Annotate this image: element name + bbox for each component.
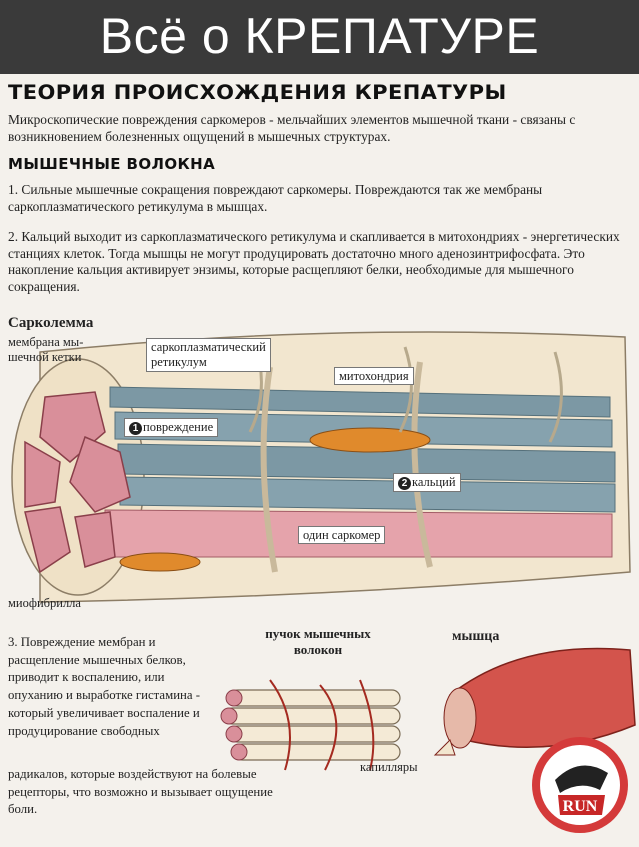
sarcolemma-label: Сарколемма	[8, 315, 94, 331]
theory-heading: ТЕОРИЯ ПРОИСХОЖДЕНИЯ КРЕПАТУРЫ	[8, 81, 507, 104]
fiber-bundle-illustration: пучок мышечных волокон капилляры	[210, 626, 425, 774]
theory-intro-text: Микроскопические повреждения саркомеров …	[8, 112, 576, 144]
sarcomere-boundaries	[260, 361, 433, 573]
calcium-text: кальций	[412, 475, 456, 489]
point-3-text: 3. Повреждение мембран и расщепление мыш…	[8, 635, 201, 738]
fibers-heading: МЫШЕЧНЫЕ ВОЛОКНА	[8, 155, 216, 173]
logo-text: RUN	[563, 798, 598, 815]
mitochondria	[119, 427, 431, 572]
muscle-label: мышца	[452, 629, 500, 644]
damage-text: повреждение	[143, 420, 214, 434]
capillaries-label: капилляры	[360, 760, 418, 774]
sarcolemma-desc-2: шечной кетки	[8, 350, 82, 364]
calcium-number-badge: 2	[398, 477, 411, 490]
muscle-svg	[433, 647, 636, 756]
sr-label: саркоплазматический ретикулум	[146, 338, 271, 372]
mitochondria-label: митохондрия	[334, 367, 414, 385]
cross-section-fibrils	[24, 391, 131, 574]
sarcomere-label: один саркомер	[298, 526, 386, 544]
muscle-fiber-illustration	[11, 331, 631, 603]
bundle-svg	[220, 679, 401, 771]
run-logo-svg: RUN	[532, 737, 628, 833]
page-title: Всё о КРЕПАТУРЕ	[99, 8, 540, 64]
fibers-point-2: 2. Кальций выходит из саркоплазматическо…	[8, 229, 620, 294]
sarcolemma-desc-1: мембрана мы-	[8, 335, 84, 349]
bundle-label: пучок мышечных волокон	[238, 626, 398, 658]
sr-label-line-2: ретикулум	[151, 355, 207, 369]
muscle-fiber-diagram: Сарколемма мембрана мы- шечной кетки сар…	[0, 312, 639, 617]
run-logo: RUN	[530, 735, 630, 835]
bundle-label-line-1: пучок мышечных	[265, 626, 371, 641]
sr-label-line-1: саркоплазматический	[151, 340, 266, 354]
wing-icon	[555, 765, 608, 793]
myofibril-label: миофибрилла	[8, 596, 81, 610]
bundle-label-line-2: волокон	[293, 642, 343, 657]
capillaries-lines	[269, 679, 375, 771]
muscle-illustration: мышца	[430, 630, 639, 760]
title-banner: Всё о КРЕПАТУРЕ	[0, 0, 639, 74]
fibers-point-1: 1. Сильные мышечные сокращения повреждаю…	[8, 182, 543, 214]
point-3-text-tail: радикалов, которые воздействуют на болев…	[8, 767, 273, 817]
damage-number-badge: 1	[129, 422, 142, 435]
